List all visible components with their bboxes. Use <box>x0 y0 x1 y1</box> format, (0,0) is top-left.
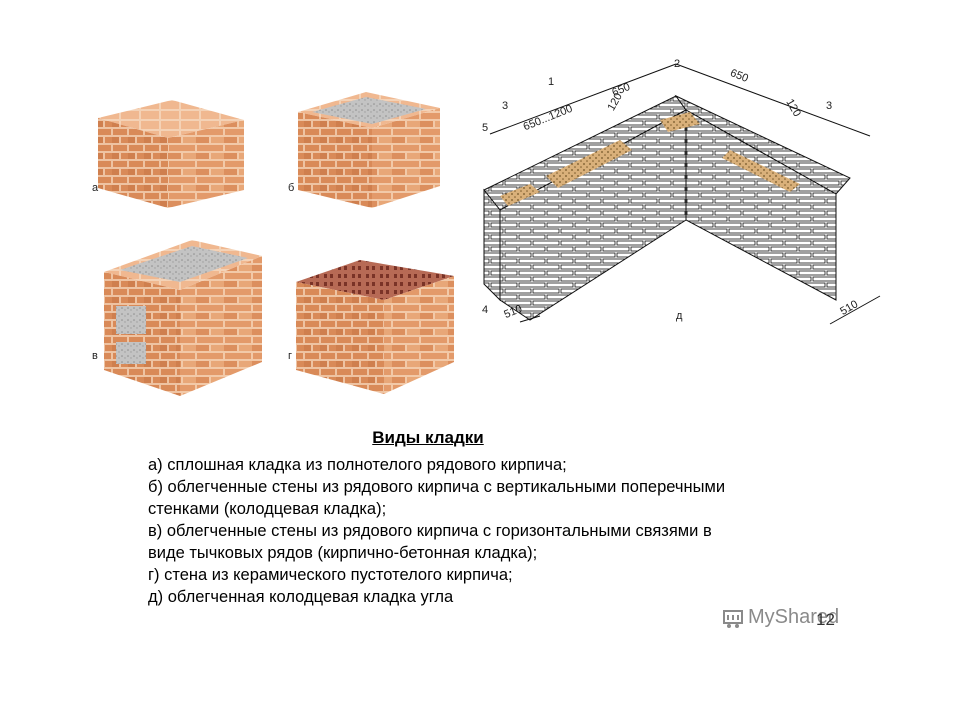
caption-line: г) стена из керамического пустотелого ки… <box>148 566 513 584</box>
marker-2: 2 <box>674 58 681 70</box>
label-v: в <box>92 350 98 362</box>
marker-1: 1 <box>548 76 555 88</box>
wall-v-concrete <box>104 240 262 396</box>
marker-3-left: 3 <box>502 100 509 112</box>
label-b: б <box>288 182 295 194</box>
wall-b-well <box>298 92 440 208</box>
label-g: г <box>288 350 293 362</box>
caption-line: а) сплошная кладка из полнотелого рядово… <box>148 456 567 474</box>
wall-g-ceramic <box>296 260 454 394</box>
masonry-illustration <box>98 63 881 396</box>
page-number: 12 <box>816 610 835 629</box>
marker-5: 5 <box>482 122 489 134</box>
caption-title: Виды кладки <box>372 428 484 447</box>
corner-wall-d <box>483 63 881 325</box>
marker-4: 4 <box>482 304 489 316</box>
cart-icon <box>723 609 743 628</box>
caption-line: стенками (колодцевая кладка); <box>148 500 387 518</box>
caption-line: д) облегченная колодцевая кладка угла <box>148 588 454 606</box>
caption-line: виде тычковых рядов (кирпично-бетонная к… <box>148 544 538 562</box>
caption-line: б) облегченные стены из рядового кирпича… <box>148 478 726 496</box>
caption: Виды кладки а) сплошная кладка из полнот… <box>148 428 868 608</box>
watermark: MyShared <box>722 606 839 629</box>
caption-line: в) облегченные стены из рядового кирпича… <box>148 522 712 540</box>
label-d: д <box>676 310 683 322</box>
watermark-text: MyShared <box>748 606 840 628</box>
wall-a-solid <box>98 100 244 208</box>
marker-3-right: 3 <box>826 100 833 112</box>
label-a: а <box>92 182 99 194</box>
